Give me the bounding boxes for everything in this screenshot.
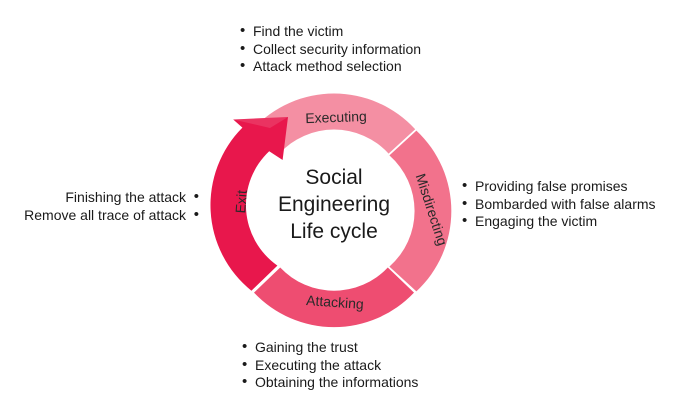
center-title-line-3: Life cycle xyxy=(290,220,378,243)
exit-bullet-list: Finishing the attack Remove all trace of… xyxy=(24,188,199,225)
list-item: Find the victim xyxy=(240,22,421,41)
center-title-line-1: Social xyxy=(305,166,362,189)
list-item: Executing the attack xyxy=(242,356,418,375)
list-item: Bombarded with false alarms xyxy=(462,195,656,214)
list-item: Finishing the attack xyxy=(24,188,199,207)
list-item: Gaining the trust xyxy=(242,338,418,357)
label-exit: Exit xyxy=(232,189,250,214)
center-title-line-2: Engineering xyxy=(278,193,390,216)
misdirecting-bullet-list: Providing false promises Bombarded with … xyxy=(462,177,656,231)
label-attacking: Attacking xyxy=(306,292,365,312)
list-item: Attack method selection xyxy=(240,57,421,76)
list-item: Obtaining the informations xyxy=(242,373,418,392)
list-item: Remove all trace of attack xyxy=(24,206,199,225)
list-item: Engaging the victim xyxy=(462,212,656,231)
executing-bullet-list: Find the victim Collect security informa… xyxy=(240,22,421,76)
list-item: Collect security information xyxy=(240,40,421,59)
segment-exit-arrow xyxy=(210,117,288,291)
segment-attacking xyxy=(254,267,414,328)
list-item: Providing false promises xyxy=(462,177,656,196)
segment-misdirecting xyxy=(389,130,452,292)
attacking-bullet-list: Gaining the trust Executing the attack O… xyxy=(242,338,418,392)
segment-executing xyxy=(252,93,416,154)
arrow-head-shade xyxy=(233,117,288,128)
label-executing: Executing xyxy=(305,108,367,126)
